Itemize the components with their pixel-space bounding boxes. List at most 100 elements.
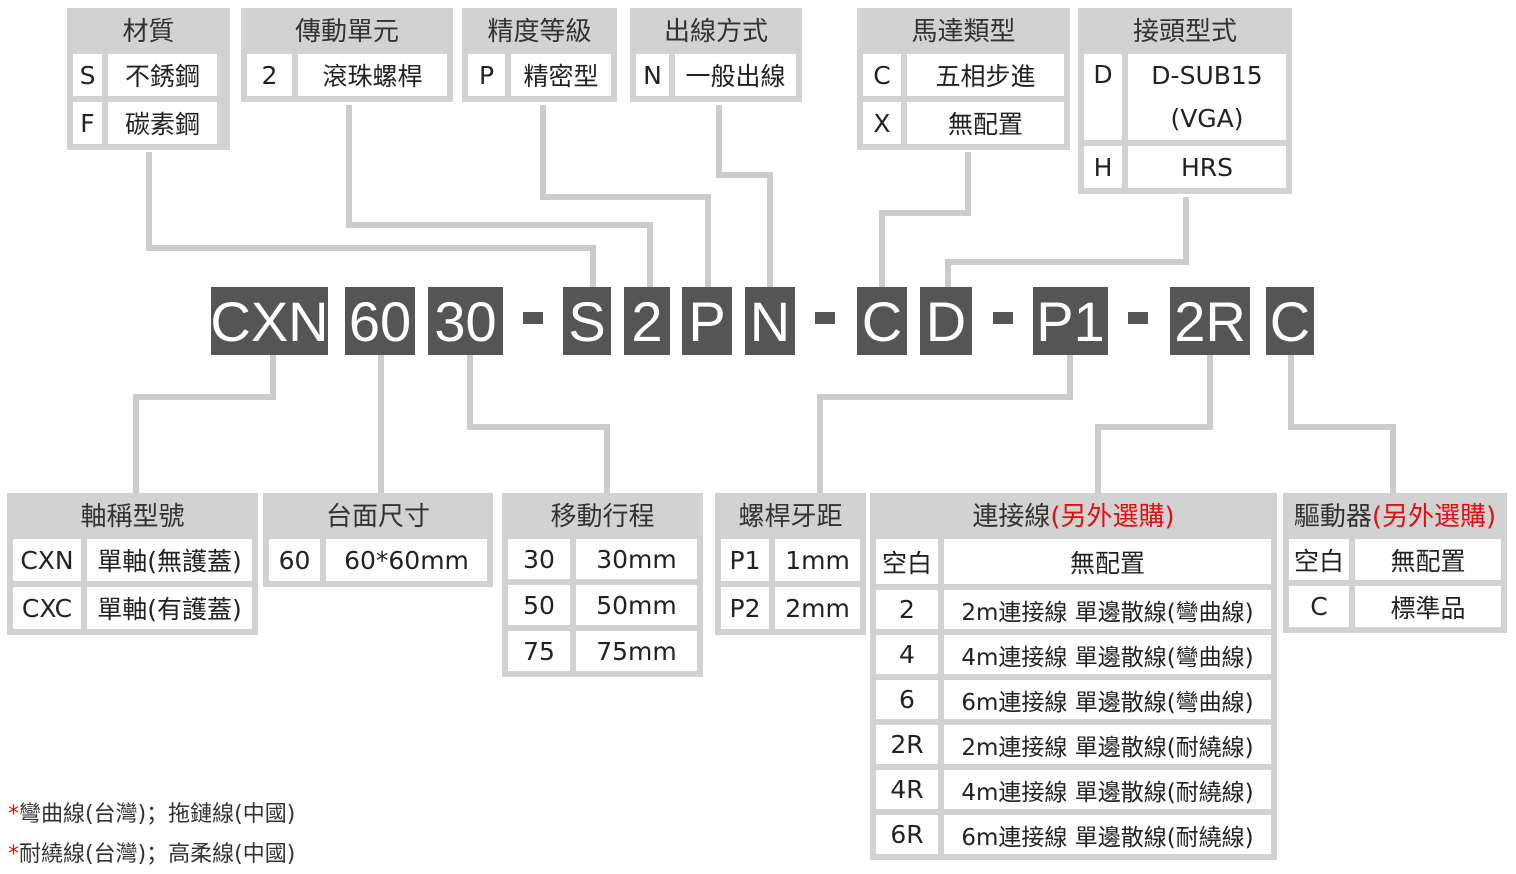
- option-desc: 不銹鋼: [108, 54, 217, 96]
- option-code: 4R: [876, 770, 938, 809]
- connector-wiring: [716, 105, 773, 290]
- option-code: 空白: [1289, 539, 1349, 580]
- option-code: 6R: [876, 815, 938, 854]
- option-desc-line: D-SUB15: [1151, 61, 1263, 90]
- model-code-precision: P: [682, 287, 732, 355]
- option-row: 4R 4m連接線 單邊散線(耐繞線): [876, 770, 1271, 809]
- axis-model-title: 軸稱型號: [80, 502, 185, 532]
- option-code: 30: [508, 539, 570, 579]
- wiring-box: 出線方式 N 一般出線: [630, 8, 802, 102]
- option-row: CXC 單軸(有護蓋): [13, 587, 252, 629]
- axis-model-box: 軸稱型號 CXN 單軸(無護蓋) CXC 單軸(有護蓋): [7, 493, 258, 635]
- connector-precision: [540, 105, 711, 290]
- precision-title: 精度等級: [487, 17, 592, 47]
- option-code: 60: [269, 539, 320, 581]
- option-desc: 50mm: [576, 585, 697, 625]
- option-desc: 2m連接線 單邊散線(耐繞線): [944, 725, 1271, 764]
- option-row: 2R 2m連接線 單邊散線(耐繞線): [876, 725, 1271, 764]
- model-code-motor: C: [857, 287, 907, 355]
- drive-unit-box: 傳動單元 2 滾珠螺桿: [241, 8, 453, 102]
- option-desc: 4m連接線 單邊散線(耐繞線): [944, 770, 1271, 809]
- option-code: 4: [876, 635, 938, 674]
- option-row: 4 4m連接線 單邊散線(彎曲線): [876, 635, 1271, 674]
- option-row: 2 2m連接線 單邊散線(彎曲線): [876, 590, 1271, 629]
- table-size-box: 台面尺寸 60 60*60mm: [263, 493, 493, 587]
- option-code: F: [73, 102, 102, 144]
- option-row: 75 75mm: [508, 631, 697, 671]
- option-desc: 6m連接線 單邊散線(耐繞線): [944, 815, 1271, 854]
- option-row: 50 50mm: [508, 585, 697, 625]
- motor-type-box: 馬達類型 C 五相步進 X 無配置: [857, 8, 1070, 150]
- model-code-dash: [1128, 312, 1148, 324]
- option-code: 2: [247, 54, 292, 96]
- option-row: D D-SUB15 (VGA): [1084, 54, 1286, 140]
- option-row: 2 滾珠螺桿: [247, 54, 447, 96]
- precision-box: 精度等級 P 精密型: [462, 8, 617, 102]
- material-box: 材質 S 不銹鋼 F 碳素鋼: [67, 8, 230, 150]
- connector-motor: [879, 152, 971, 290]
- driver-title-text: 驅動器: [1293, 502, 1372, 532]
- connector-drive-unit: [346, 105, 653, 290]
- connector-stroke: [467, 352, 610, 496]
- option-desc: 4m連接線 單邊散線(彎曲線): [944, 635, 1271, 674]
- option-code: 75: [508, 631, 570, 671]
- option-code: X: [863, 102, 901, 144]
- option-code: N: [636, 54, 669, 96]
- option-row: C 標準品: [1289, 586, 1501, 627]
- connector-driver: [1288, 352, 1396, 496]
- footnote-text: 耐繞線(台灣)；高柔線(中國): [19, 842, 296, 867]
- option-desc: 無配置: [944, 539, 1271, 584]
- model-code-cable: 2R: [1170, 287, 1250, 355]
- model-code-wiring: N: [745, 287, 795, 355]
- option-code: 50: [508, 585, 570, 625]
- option-row: 空白 無配置: [1289, 539, 1501, 580]
- screw-lead-box: 螺桿牙距 P1 1mm P2 2mm: [715, 493, 866, 635]
- option-desc: HRS: [1128, 146, 1286, 188]
- connector-material: [146, 152, 596, 290]
- footnote-flex-cable: *耐繞線(台灣)；高柔線(中國): [8, 836, 295, 868]
- footnote-bending-cable: *彎曲線(台灣)；拖鏈線(中國): [8, 796, 295, 828]
- model-code-stroke: 30: [428, 287, 503, 355]
- option-code: P2: [721, 587, 769, 629]
- option-desc: 無配置: [1355, 539, 1501, 580]
- option-desc: 碳素鋼: [108, 102, 217, 144]
- option-desc: 標準品: [1355, 586, 1501, 627]
- option-desc: 五相步進: [907, 54, 1064, 96]
- option-code: P: [468, 54, 505, 96]
- option-desc: 無配置: [907, 102, 1064, 144]
- option-row: 30 30mm: [508, 539, 697, 579]
- option-code: H: [1084, 146, 1122, 188]
- option-row: F 碳素鋼: [73, 102, 224, 144]
- option-row: X 無配置: [863, 102, 1064, 144]
- option-desc: 60*60mm: [326, 539, 487, 581]
- option-desc: D-SUB15 (VGA): [1128, 54, 1286, 140]
- option-code: C: [1289, 586, 1349, 627]
- option-desc: 單軸(有護蓋): [87, 587, 252, 629]
- footnote-marker: *: [8, 842, 19, 867]
- stroke-box: 移動行程 30 30mm 50 50mm 75 75mm: [502, 493, 703, 677]
- table-size-title: 台面尺寸: [325, 502, 430, 532]
- connector-axis-model: [133, 352, 276, 496]
- option-row: 6R 6m連接線 單邊散線(耐繞線): [876, 815, 1271, 854]
- model-code-screw-lead: P1: [1033, 287, 1108, 355]
- option-row: P2 2mm: [721, 587, 860, 629]
- stroke-title: 移動行程: [550, 502, 655, 532]
- option-code: P1: [721, 539, 769, 581]
- option-desc: 精密型: [511, 54, 611, 96]
- cable-box: 連接線(另外選購) 空白 無配置 2 2m連接線 單邊散線(彎曲線) 4 4m連…: [870, 493, 1277, 860]
- driver-title: 驅動器(另外選購): [1289, 493, 1501, 539]
- model-code-material: S: [563, 287, 611, 355]
- option-row: 空白 無配置: [876, 539, 1271, 584]
- driver-box: 驅動器(另外選購) 空白 無配置 C 標準品: [1283, 493, 1507, 633]
- option-code: 6: [876, 680, 938, 719]
- option-code: 2: [876, 590, 938, 629]
- model-code-dash: [993, 312, 1013, 324]
- option-desc-line: (VGA): [1170, 104, 1244, 133]
- model-code-drive-unit: 2: [624, 287, 670, 355]
- connector-connector-type: [945, 197, 1189, 290]
- option-row: H HRS: [1084, 146, 1286, 188]
- option-desc: 一般出線: [675, 54, 796, 96]
- option-row: P1 1mm: [721, 539, 860, 581]
- option-desc: 30mm: [576, 539, 697, 579]
